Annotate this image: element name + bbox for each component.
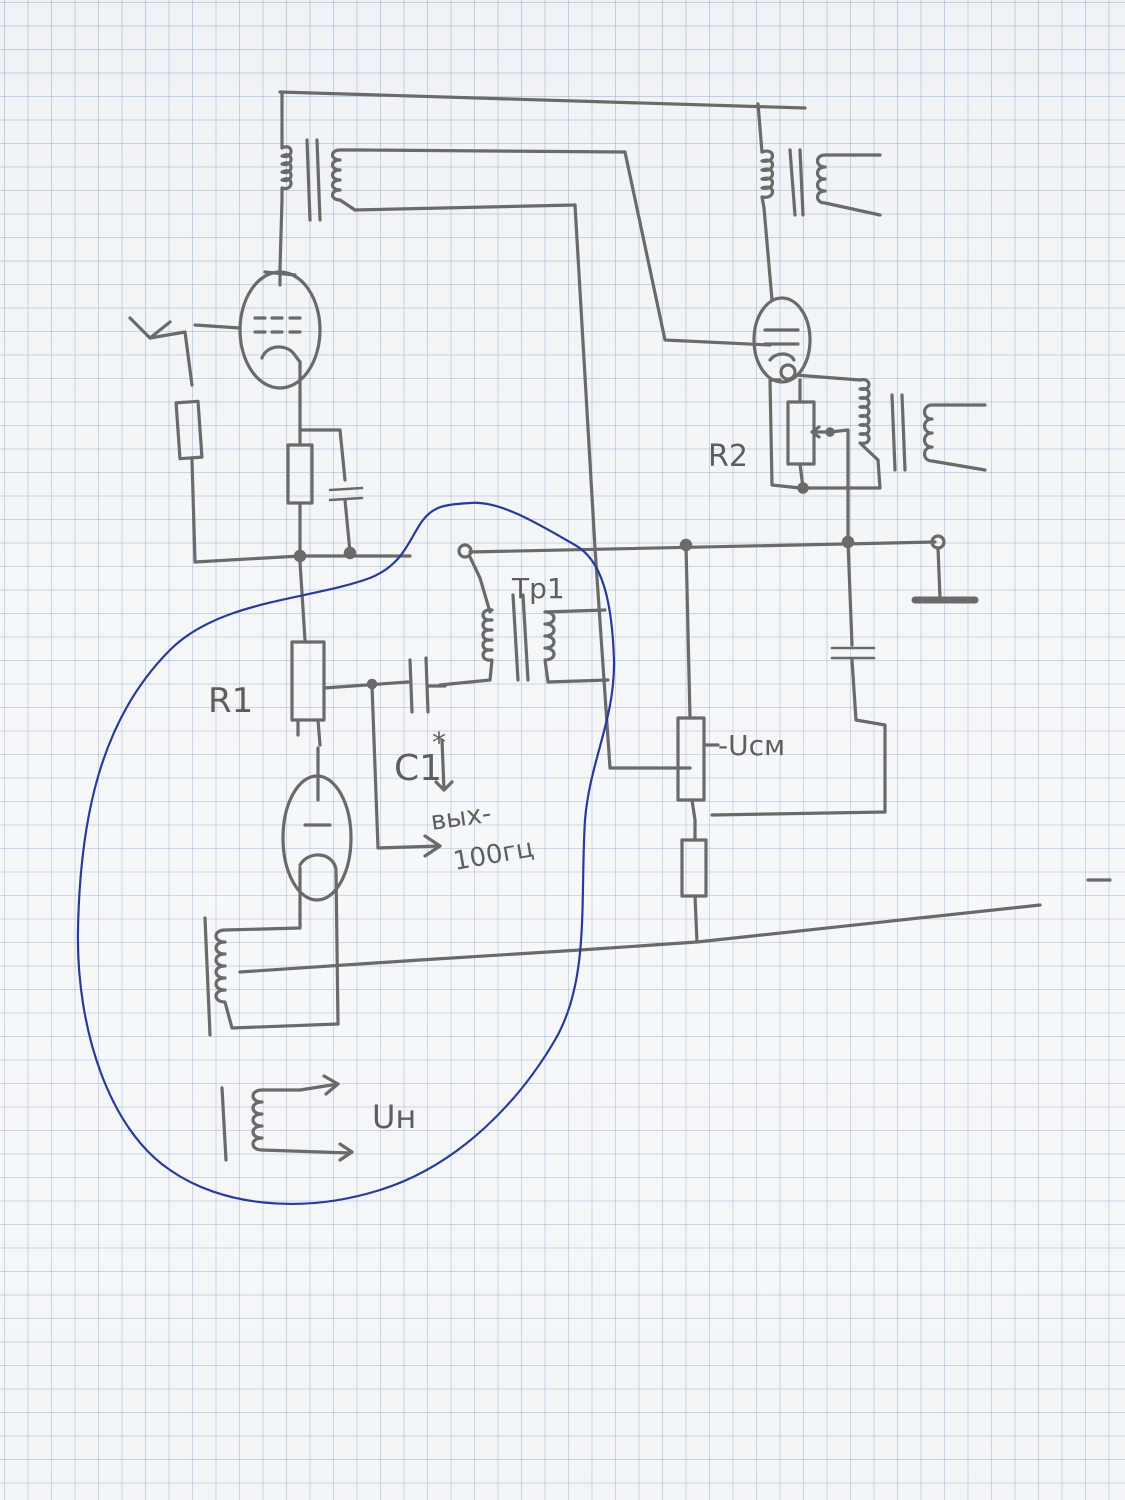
top-bus [278, 90, 807, 154]
label-r2: R2 [708, 439, 748, 474]
heater-transformer [203, 916, 699, 1037]
transformer-tr1 [438, 555, 610, 687]
tube-right [752, 296, 882, 490]
label-output-frequency: 100гц [451, 833, 536, 877]
middle-wires [573, 150, 772, 770]
label-output: вых- [429, 799, 493, 837]
label-bias-voltage: -Uсм [718, 729, 785, 762]
right-branch [710, 540, 887, 817]
label-c1: C1 [394, 748, 442, 789]
tube-lower [223, 746, 353, 1026]
output-transformer-right [760, 148, 882, 302]
label-r1: R1 [208, 681, 253, 721]
cathode-rc-upper [286, 393, 364, 557]
r1-c1-output [290, 560, 454, 858]
heater-supply [220, 1074, 354, 1162]
mid-bus [193, 534, 979, 604]
bias-potentiometer [676, 543, 1112, 944]
input-grid-circuit [128, 316, 204, 564]
label-heater-voltage: Uн [372, 1098, 416, 1136]
r2-potentiometer [786, 378, 987, 544]
label-c1-mark: * [432, 726, 446, 759]
highlight-loop [76, 501, 616, 1205]
output-transformer-left [280, 138, 627, 222]
label-tr1: Тр1 [511, 572, 565, 605]
tube-upper-left [193, 198, 322, 397]
